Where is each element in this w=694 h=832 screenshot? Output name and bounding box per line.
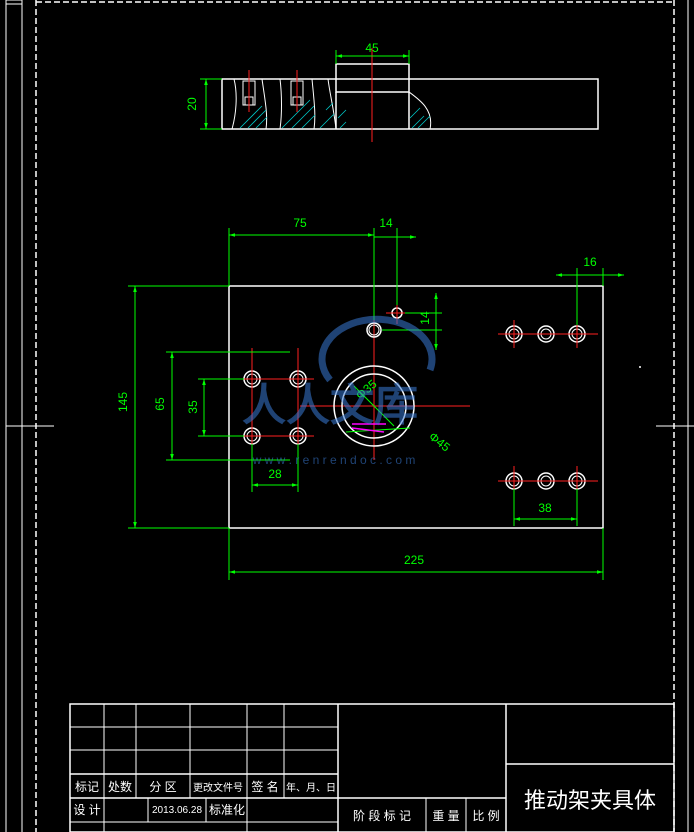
tb-standardize-label: 标准化 — [209, 803, 245, 817]
tb-label-date: 年、月、日 — [286, 781, 336, 794]
dim-75: 75 — [293, 216, 307, 230]
top-view: 45 20 — [185, 41, 599, 142]
tb-design-date: 2013.06.28 — [152, 805, 202, 816]
tb-label-sign: 签 名 — [251, 779, 278, 794]
dim-225: 225 — [404, 553, 424, 567]
right-top-hole-group — [498, 320, 598, 348]
dim-65: 65 — [153, 397, 167, 411]
drawing-title: 推动架夹具体 — [524, 788, 656, 813]
tb-label-zone: 分 区 — [149, 780, 176, 794]
tb-design-label: 设 计 — [73, 803, 100, 817]
tb-label-count: 处数 — [108, 779, 132, 794]
dim-28: 28 — [268, 467, 282, 481]
dim-35: 35 — [186, 400, 200, 414]
front-view-outline — [228, 285, 604, 529]
tb-stage-label: 阶 段 标 记 — [353, 808, 411, 823]
tb-weight-label: 重 量 — [432, 809, 459, 823]
hatch-left — [231, 78, 337, 130]
dim-145: 145 — [116, 392, 130, 412]
dim-dia45: Φ45 — [426, 429, 453, 454]
top-view-outline — [221, 78, 599, 130]
title-block: 标记 处数 分 区 更改文件号 签 名 年、月、日 设 计 2013.06.28… — [69, 703, 675, 832]
tb-label-change-doc: 更改文件号 — [193, 781, 243, 794]
hole — [366, 322, 382, 338]
dim-16: 16 — [583, 255, 597, 269]
dim-top-width: 45 — [365, 41, 379, 55]
tb-label-mark: 标记 — [75, 780, 99, 794]
watermark: 人人文库 w w w . r e n r e n d o c . c o m — [242, 315, 436, 467]
drawing-frame — [5, 0, 694, 832]
dim-14-side: 14 — [418, 311, 432, 325]
bore-outer — [333, 365, 415, 447]
hatch-right — [337, 91, 432, 130]
dim-14-top: 14 — [379, 216, 393, 230]
dim-38: 38 — [538, 501, 552, 515]
watermark-url: w w w . r e n r e n d o c . c o m — [252, 453, 416, 467]
right-bottom-hole-group — [498, 466, 598, 495]
bore-inner — [341, 373, 407, 439]
watermark-text: 人人文库 — [242, 381, 418, 430]
dim-top-height: 20 — [185, 97, 199, 111]
tb-scale-label: 比 例 — [472, 809, 499, 823]
front-view: Φ35 Φ45 — [116, 216, 641, 580]
